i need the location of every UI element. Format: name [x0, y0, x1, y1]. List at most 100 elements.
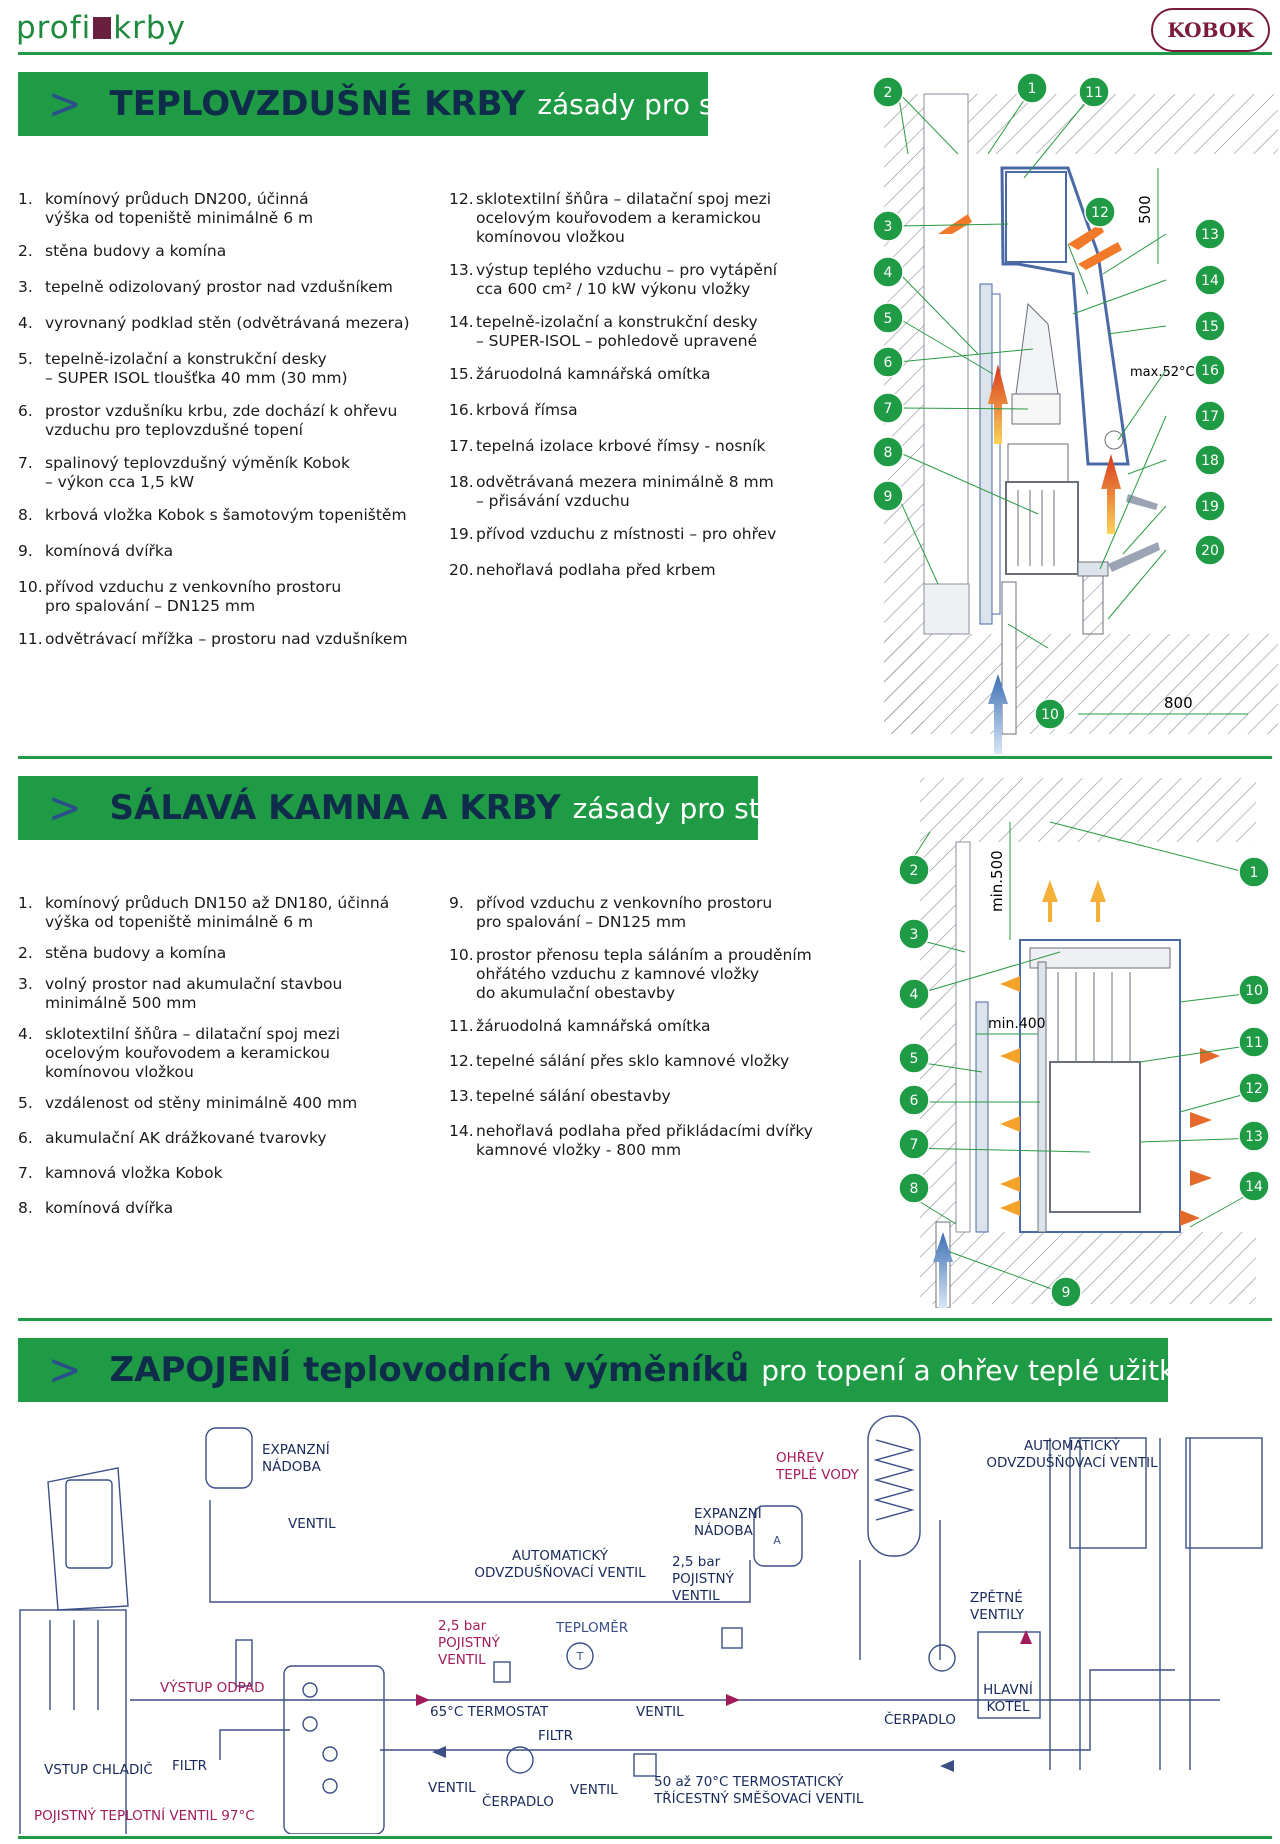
badge-label: 15: [1201, 319, 1219, 335]
list-item: 3.volný prostor nad akumulační stavbou m…: [18, 975, 438, 1013]
item-text: přívod vzduchu z venkovního prostoru pro…: [45, 578, 342, 615]
kobok-logo: KOBOK: [1151, 8, 1270, 52]
number-badge: [872, 436, 904, 468]
item-text: přívod vzduchu z venkovního prostoru pro…: [476, 894, 773, 931]
cold-air-arrow: [988, 674, 1008, 754]
number-badge: [1194, 490, 1226, 522]
tank-symbol: A: [773, 1534, 781, 1547]
number-badge: [1238, 1026, 1270, 1058]
item-text: žáruodolná kamnářská omítka: [476, 365, 711, 383]
item-number: 9.: [449, 894, 464, 912]
badge-label: 8: [884, 445, 893, 461]
item-text: výstup teplého vzduchu – pro vytápění cc…: [476, 261, 778, 298]
item-number: 4.: [18, 314, 33, 332]
item-text: sklotextilní šňůra – dilatační spoj mezi…: [476, 190, 772, 246]
number-badge: [898, 1042, 930, 1074]
item-number: 5.: [18, 350, 33, 368]
number-badge: [1238, 1120, 1270, 1152]
item-text: komínový průduch DN150 až DN180, účinná …: [45, 894, 390, 931]
item-text: tepelně-izolační a konstrukční desky – S…: [476, 313, 758, 350]
badge-label: 9: [884, 489, 893, 505]
badge-label: 17: [1201, 409, 1219, 425]
badge-label: 11: [1245, 1035, 1263, 1051]
section1-subtitle: zásady pro stavbu: [537, 87, 708, 121]
badge-label: 10: [1245, 983, 1263, 999]
schematic-label-cerpadlo-r: ČERPADLO: [884, 1710, 956, 1728]
air-intake-pipe: [1001, 581, 1017, 735]
section1-banner: > TEPLOVZDUŠNÉ KRBY zásady pro stavbu: [18, 72, 708, 136]
list-item: 1.komínový průduch DN150 až DN180, účinn…: [18, 894, 438, 932]
section2-subtitle: zásady pro stavbu: [572, 791, 758, 825]
badge-label: 7: [910, 1137, 919, 1153]
number-badge: [1194, 354, 1226, 386]
number-badge: [898, 918, 930, 950]
number-badge: [1194, 534, 1226, 566]
badge-label: 6: [884, 355, 893, 371]
badge-label: 16: [1201, 363, 1219, 379]
section2-rule: [18, 1318, 1272, 1321]
number-badge: [1078, 76, 1110, 108]
stove-top: [1029, 947, 1171, 969]
expansion-tank-left: [205, 1427, 253, 1489]
number-badge: [1084, 196, 1116, 228]
item-number: 11.: [449, 1017, 474, 1035]
radiator-left: [1069, 1437, 1147, 1549]
item-number: 7.: [18, 1164, 33, 1182]
item-text: komínová dvířka: [45, 1199, 174, 1217]
badge-label: 5: [884, 311, 893, 327]
list-item: 6.prostor vzdušníku krbu, zde dochází k …: [18, 402, 438, 440]
section1-rule: [18, 756, 1272, 759]
item-text: akumulační AK drážkované tvarovky: [45, 1129, 327, 1147]
badge-label: 8: [910, 1181, 919, 1197]
badge-label: 1: [1028, 81, 1037, 97]
item-text: komínový průduch DN200, účinná výška od …: [45, 190, 314, 227]
list-item: 15.žáruodolná kamnářská omítka: [449, 365, 849, 384]
chevron-right-icon: >: [48, 78, 82, 130]
number-badge: [872, 256, 904, 288]
item-number: 1.: [18, 190, 33, 208]
floor-hatch: [956, 1232, 1256, 1304]
schematic-label-cerpadlo-b: ČERPADLO: [482, 1792, 554, 1810]
safety-temp-valve-icon: [235, 1639, 253, 1687]
item-text: tepelná izolace krbové římsy - nosník: [476, 437, 766, 455]
item-number: 9.: [18, 542, 33, 560]
item-number: 5.: [18, 1094, 33, 1112]
list-item: 6.akumulační AK drážkované tvarovky: [18, 1129, 438, 1148]
item-text: kamnová vložka Kobok: [45, 1164, 223, 1182]
list-item: 11.žáruodolná kamnářská omítka: [449, 1017, 849, 1036]
item-number: 12.: [449, 1052, 474, 1070]
heat-arrow: [1042, 880, 1058, 922]
number-badge: [872, 76, 904, 108]
badge-label: 12: [1245, 1081, 1263, 1097]
stove-insert: [1049, 1061, 1141, 1213]
item-number: 12.: [449, 190, 474, 208]
item-text: spalinový teplovzdušný výměník Kobok – v…: [45, 454, 351, 491]
schematic-label-vystup: VÝSTUP ODPAD: [160, 1679, 265, 1696]
badge-label: 4: [884, 265, 893, 281]
header-rule: [18, 52, 1272, 55]
list-item: 12.tepelné sálání přes sklo kamnové vlož…: [449, 1052, 849, 1071]
number-badge: [898, 1084, 930, 1116]
schematic-label-ventil-mid: VENTIL: [636, 1704, 684, 1720]
item-number: 10.: [18, 578, 43, 596]
item-number: 18.: [449, 473, 474, 491]
section1-diagram: 500 max.52°C 800 12345678910111213141516…: [872, 72, 1278, 754]
expansion-tank-right: [753, 1505, 803, 1567]
item-text: přívod vzduchu z místnosti – pro ohřev: [476, 525, 777, 543]
list-item: 9. přívod vzduchu z venkovního prostoru p…: [449, 894, 849, 932]
number-badge: [1194, 218, 1226, 250]
badge-label: 9: [1062, 1285, 1071, 1301]
list-item: 20.nehořlavá podlaha před krbem: [449, 561, 849, 580]
list-item: 4.vyrovnaný podklad stěn (odvětrávaná me…: [18, 314, 438, 333]
item-number: 6.: [18, 402, 33, 420]
section3-subtitle: pro topení a ohřev teplé užitkové vody: [761, 1353, 1168, 1387]
flow-arrow-red: [416, 1694, 430, 1706]
